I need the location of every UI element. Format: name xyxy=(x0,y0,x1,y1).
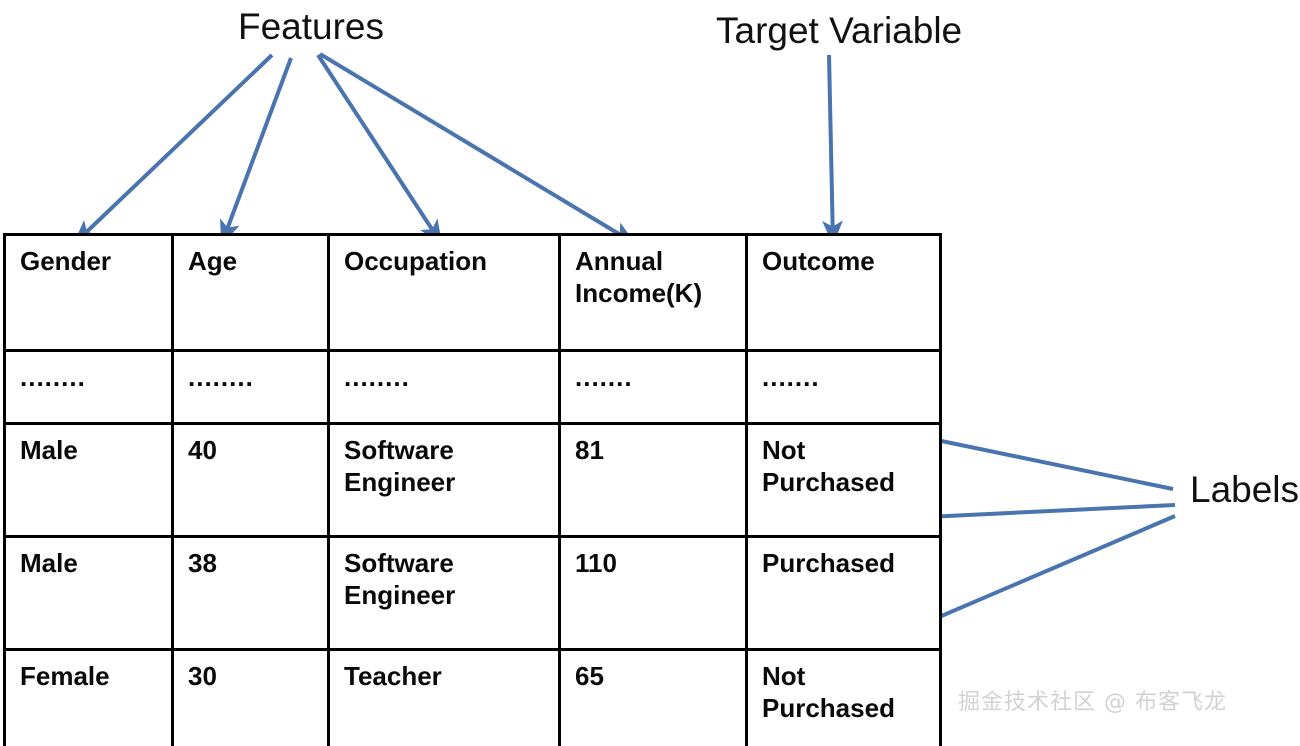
column-header-annual-income: Annual Income(K) xyxy=(558,233,748,352)
header-line: Outcome xyxy=(762,246,875,276)
cell-annual-income: 65 xyxy=(558,648,748,746)
ellipsis-text: ........ xyxy=(188,362,254,392)
table-row: Female 30 Teacher 65 Not Purchased xyxy=(3,648,942,746)
cell-text: 65 xyxy=(575,661,604,691)
labels-annotation-label: Labels xyxy=(1190,469,1300,510)
cell-text: Male xyxy=(20,435,78,465)
cell-gender: Male xyxy=(3,422,174,538)
cell-text: 30 xyxy=(188,661,217,691)
column-header-gender: Gender xyxy=(3,233,174,352)
table-row: ........ ........ ........ ....... .....… xyxy=(3,349,942,425)
cell-occupation: Teacher xyxy=(327,648,561,746)
cell-age: 40 xyxy=(171,422,330,538)
cell-text-line: Purchased xyxy=(762,548,895,578)
column-header-outcome: Outcome xyxy=(745,233,942,352)
cell-text-line: Engineer xyxy=(344,579,456,610)
cell-outcome: Purchased xyxy=(745,535,942,651)
arrow-labels-to-outcome-row3 xyxy=(901,514,1176,634)
cell-text-line: Not xyxy=(762,661,806,691)
table-row: Male 40 Software Engineer 81 Not Purchas… xyxy=(3,422,942,538)
table-row: Male 38 Software Engineer 110 Purchased xyxy=(3,535,942,651)
cell-annual-income: 110 xyxy=(558,535,748,651)
cell-outcome: ....... xyxy=(745,349,942,425)
cell-outcome: Not Purchased xyxy=(745,648,942,746)
arrow-features-to-income xyxy=(318,52,637,245)
header-line: Annual xyxy=(575,246,664,276)
arrow-target-to-outcome xyxy=(822,54,843,246)
cell-age: ........ xyxy=(171,349,330,425)
header-line: Occupation xyxy=(344,246,488,276)
header-line: Age xyxy=(188,246,238,276)
arrow-labels-to-outcome-row2 xyxy=(903,503,1176,528)
header-line: Gender xyxy=(20,246,112,276)
cell-text-line: Not xyxy=(762,435,806,465)
cell-text: Female xyxy=(20,661,110,691)
features-annotation-label: Features xyxy=(238,6,385,47)
arrow-features-to-occupation xyxy=(316,53,443,246)
cell-text-line: Purchased xyxy=(762,692,895,723)
features-arrow-group xyxy=(73,52,637,246)
cell-gender: Female xyxy=(3,648,174,746)
arrow-features-to-gender xyxy=(73,53,274,245)
watermark-text: 掘金技术社区 @ 布客飞龙 xyxy=(958,690,1227,715)
cell-text: 40 xyxy=(188,435,217,465)
cell-text: Male xyxy=(20,548,78,578)
cell-text: 110 xyxy=(575,548,617,578)
ellipsis-text: ........ xyxy=(20,362,86,392)
cell-annual-income: ....... xyxy=(558,349,748,425)
cell-text-line: Teacher xyxy=(344,661,442,691)
cell-gender: Male xyxy=(3,535,174,651)
cell-text: 38 xyxy=(188,548,217,578)
ellipsis-text: ....... xyxy=(575,362,633,392)
dataset-table: Gender Age Occupation Annual Income(K) O… xyxy=(3,233,942,746)
arrow-features-to-age xyxy=(220,57,293,246)
ellipsis-text: ....... xyxy=(762,362,820,392)
cell-text-line: Software xyxy=(344,548,454,578)
cell-text-line: Software xyxy=(344,435,454,465)
column-header-occupation: Occupation xyxy=(327,233,561,352)
cell-annual-income: 81 xyxy=(558,422,748,538)
ellipsis-text: ........ xyxy=(344,362,410,392)
cell-age: 38 xyxy=(171,535,330,651)
cell-text-line: Purchased xyxy=(762,466,895,497)
cell-outcome: Not Purchased xyxy=(745,422,942,538)
cell-occupation: ........ xyxy=(327,349,561,425)
cell-text-line: Engineer xyxy=(344,466,456,497)
cell-text: 81 xyxy=(575,435,604,465)
cell-age: 30 xyxy=(171,648,330,746)
header-line: Income(K) xyxy=(575,277,703,308)
cell-gender: ........ xyxy=(3,349,174,425)
cell-occupation: Software Engineer xyxy=(327,422,561,538)
table-header-row: Gender Age Occupation Annual Income(K) O… xyxy=(3,233,942,352)
target-variable-annotation-label: Target Variable xyxy=(716,10,963,51)
column-header-age: Age xyxy=(171,233,330,352)
cell-occupation: Software Engineer xyxy=(327,535,561,651)
